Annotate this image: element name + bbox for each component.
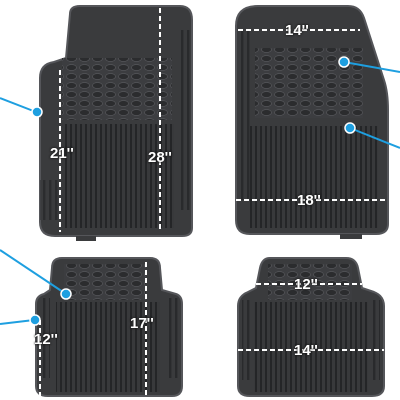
front-passenger-bottom-width-label: 18'': [297, 192, 321, 209]
rear-right-bottom-width-label: 14'': [294, 342, 318, 359]
rear-right-mat: [237, 257, 385, 397]
front-passenger-top-width-label: 14'': [285, 22, 309, 39]
front-driver-mat: [39, 5, 193, 241]
front-driver-length-label: 28'': [148, 149, 172, 166]
front-driver-width-label: 21'': [50, 145, 74, 162]
rear-left-length-label: 17'': [130, 315, 154, 332]
rear-left-mat: [35, 257, 183, 397]
rear-left-width-label: 12'': [34, 331, 58, 348]
callout-lines: [0, 56, 400, 326]
rear-right-top-width-label: 12'': [294, 276, 318, 293]
